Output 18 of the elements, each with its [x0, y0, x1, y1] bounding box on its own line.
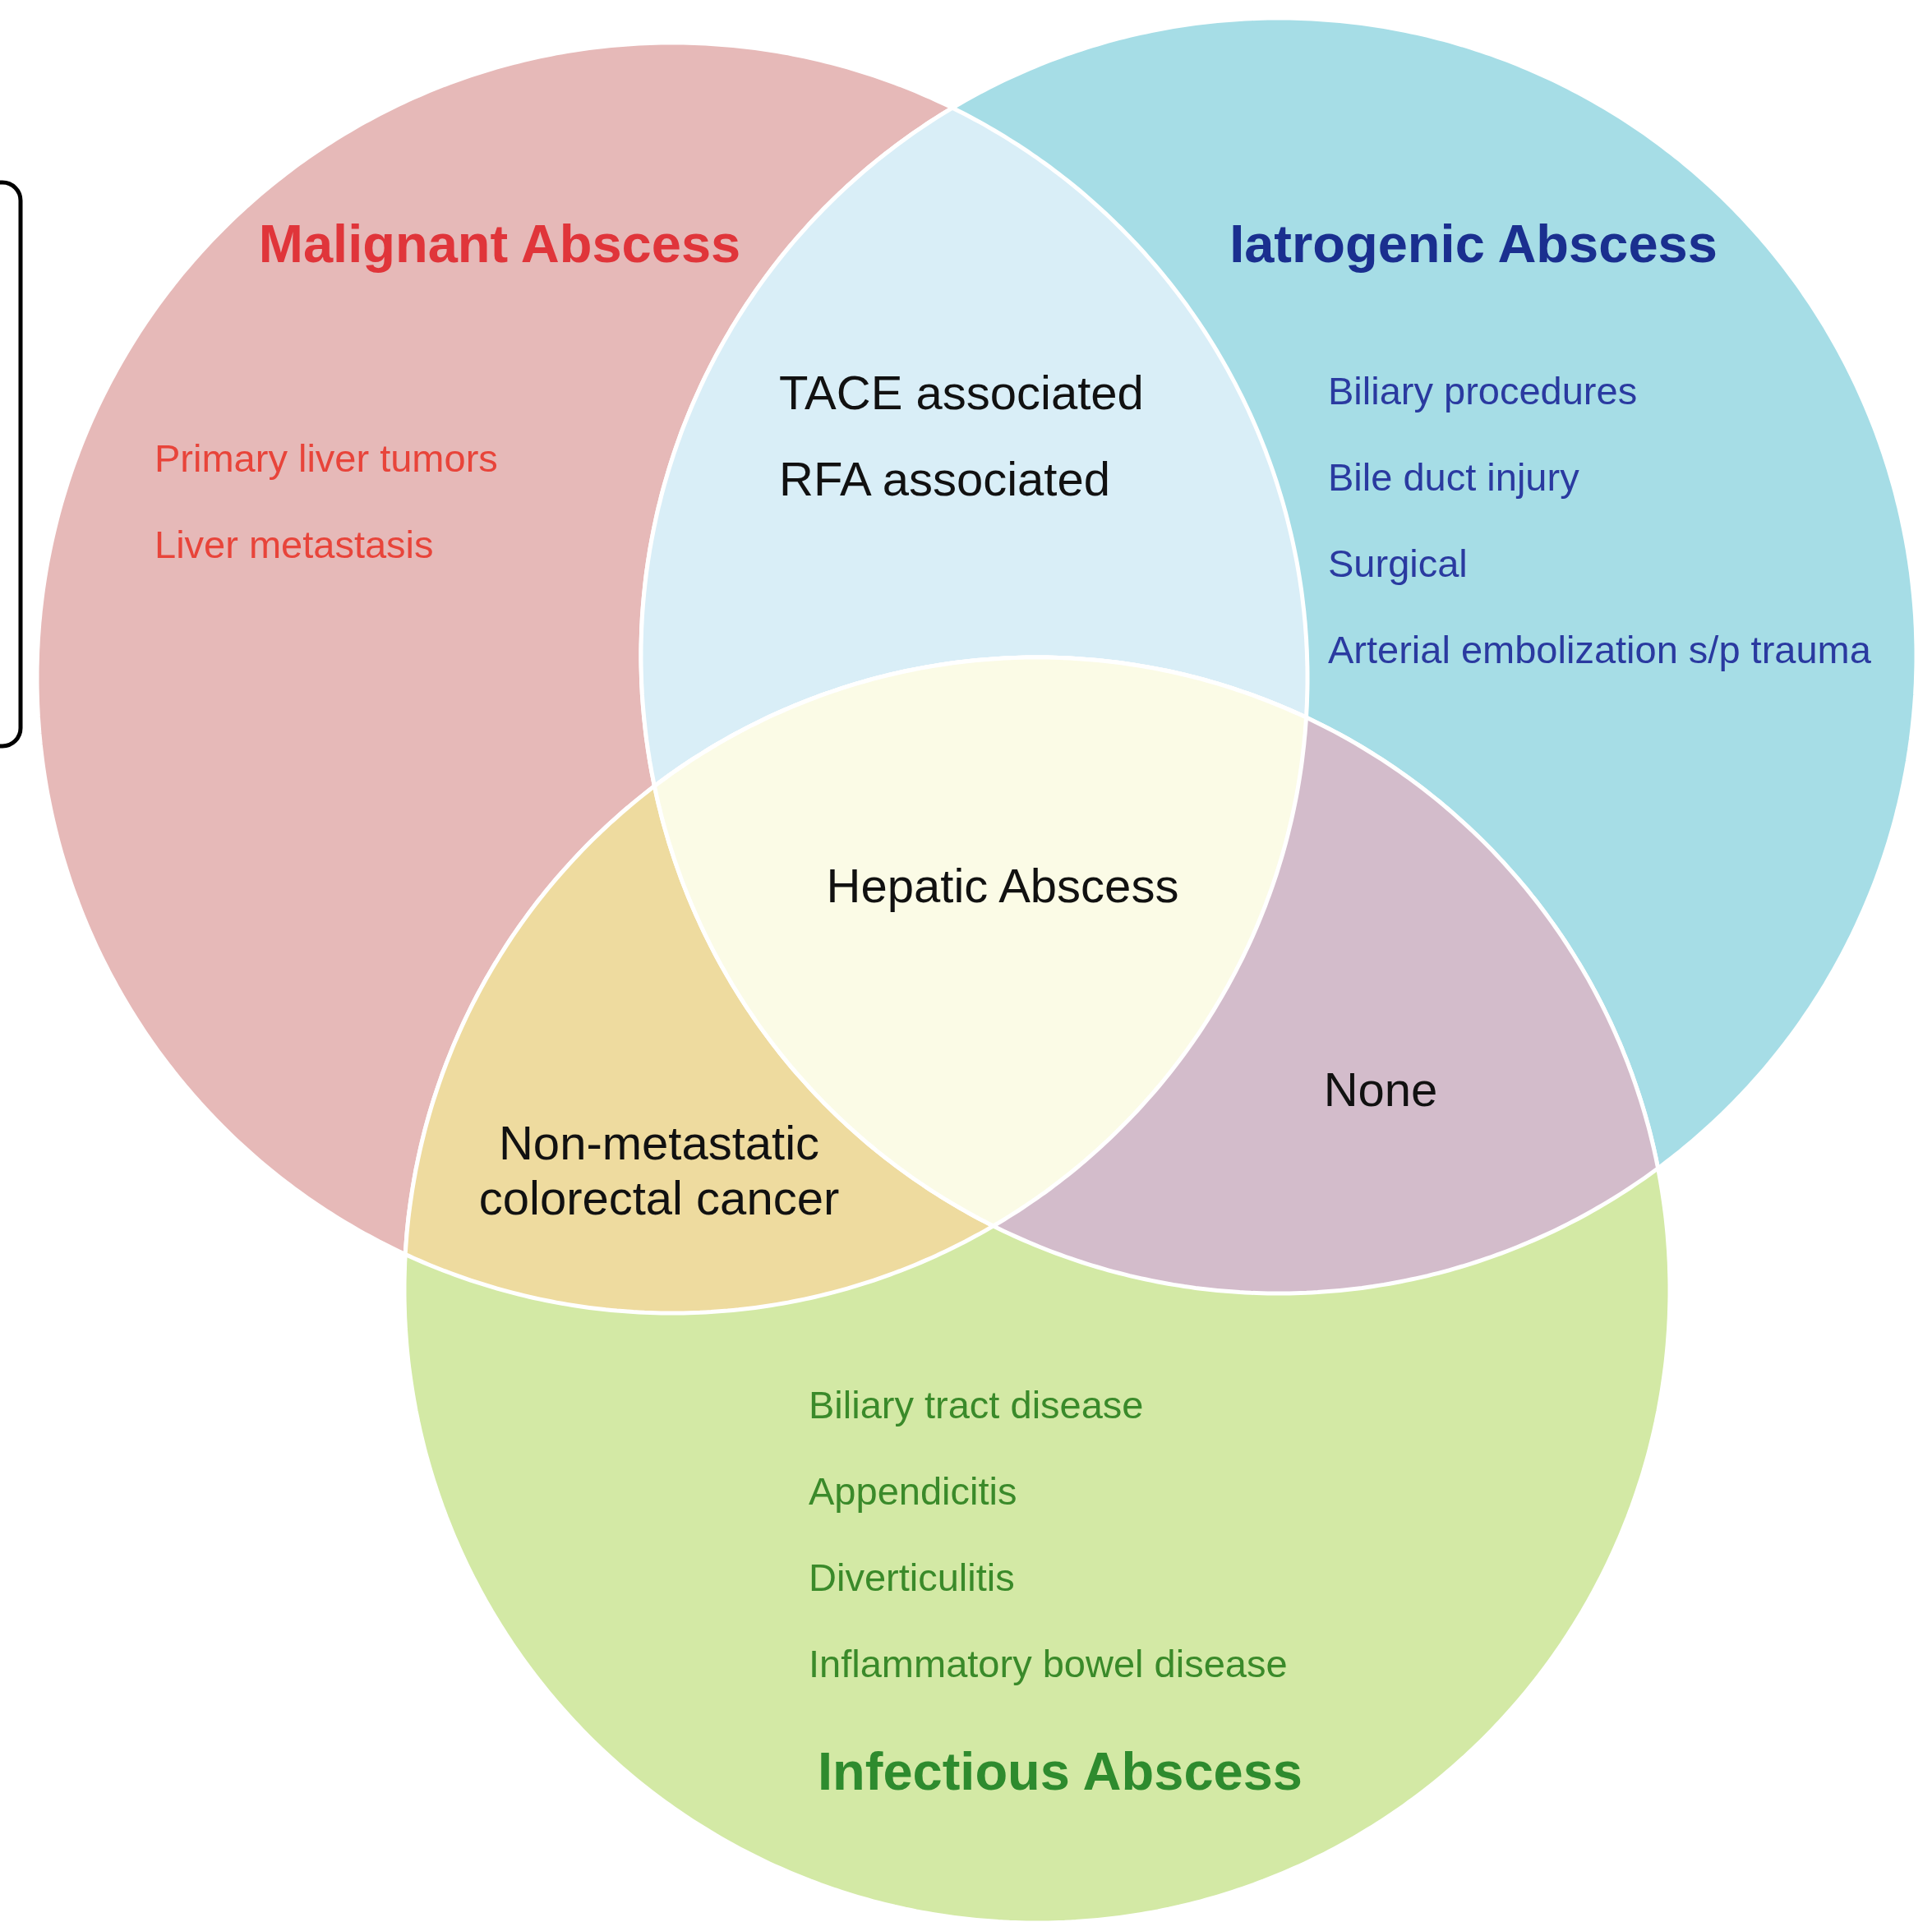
- region-label: Non-metastatic colorectal cancer: [477, 1116, 841, 1226]
- list-item: Bile duct injury: [1328, 455, 1579, 500]
- list-item: Diverticulitis: [809, 1556, 1015, 1601]
- list-item: Biliary tract disease: [809, 1383, 1144, 1428]
- region-label: Hepatic Abscess: [826, 859, 1179, 914]
- list-item: Arterial embolization s/p trauma: [1328, 628, 1871, 673]
- region-label: None: [1323, 1062, 1438, 1118]
- set-heading: Iatrogenic Abscess: [1229, 213, 1718, 275]
- list-item: Primary liver tumors: [154, 436, 498, 482]
- list-item: Liver metastasis: [154, 523, 434, 568]
- set-heading: Malignant Abscess: [258, 213, 741, 275]
- list-item: Inflammatory bowel disease: [809, 1642, 1288, 1687]
- region-label: TACE associated: [779, 366, 1144, 421]
- list-item: Surgical: [1328, 542, 1468, 587]
- region-label: RFA associated: [779, 452, 1110, 507]
- list-item: Appendicitis: [809, 1469, 1017, 1514]
- set-heading: Infectious Abscess: [818, 1740, 1303, 1803]
- list-item: Biliary procedures: [1328, 369, 1638, 414]
